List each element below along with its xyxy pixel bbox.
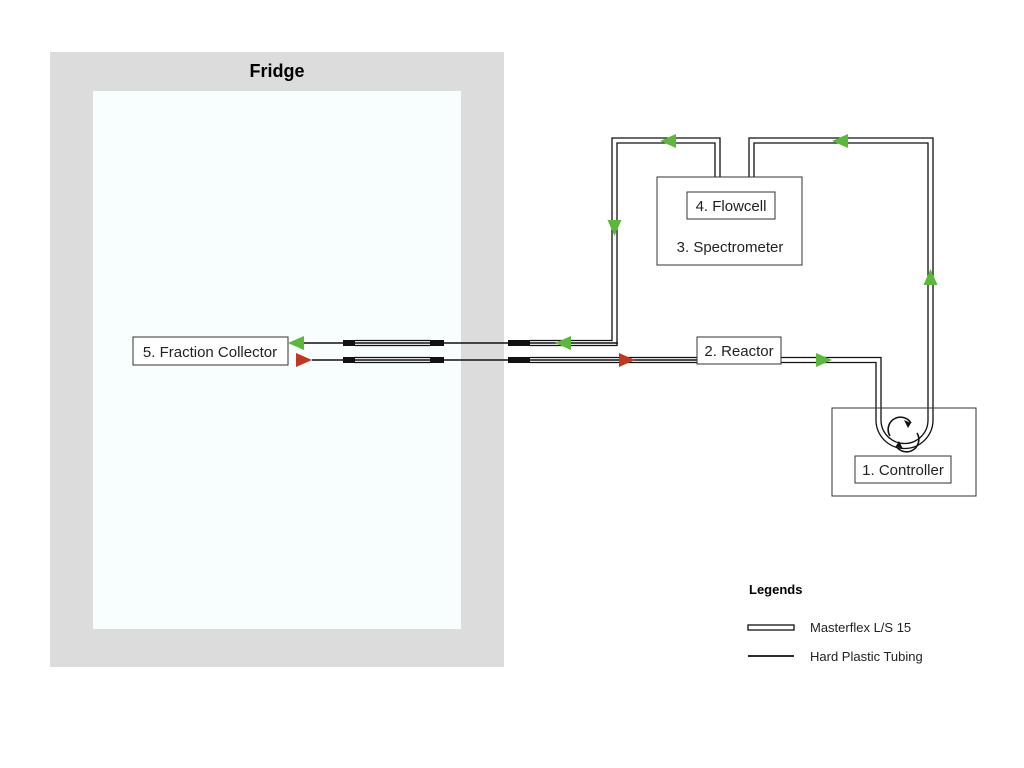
fraction-collector-box [132, 336, 289, 366]
legend-masterflex-swatch [747, 624, 795, 631]
arrow-right-icon [296, 353, 312, 367]
flowcell-box [686, 191, 776, 220]
reactor-box [696, 336, 782, 365]
legend-hard-tubing-label: Hard Plastic Tubing [810, 649, 923, 664]
arrow-left-icon [288, 336, 304, 350]
controller-label-box [854, 455, 952, 484]
fraction-collector-label: 5. Fraction Collector [143, 344, 277, 361]
arrow-right-icon [619, 353, 635, 367]
reactor-label: 2. Reactor [704, 343, 773, 360]
arrow-down-icon [607, 220, 622, 236]
spectrometer-label: 3. Spectrometer [677, 239, 784, 256]
fittings [343, 340, 530, 363]
flow-arrows [288, 134, 938, 367]
arrow-left-icon [660, 134, 676, 148]
pump-rotation-icon [887, 416, 920, 453]
arrow-left-icon [832, 134, 848, 148]
arrow-right-icon [816, 353, 832, 367]
arrow-up-icon [923, 269, 938, 285]
controller-label: 1. Controller [862, 462, 944, 479]
fridge-title: Fridge [249, 61, 304, 81]
legend-masterflex-label: Masterflex L/S 15 [810, 620, 911, 635]
legend-title: Legends [749, 582, 802, 597]
legend: Legends Masterflex L/S 15 Hard Plastic T… [747, 582, 923, 664]
controller-box [831, 407, 977, 497]
arrow-left-icon [555, 336, 571, 350]
flowcell-label: 4. Flowcell [696, 198, 767, 215]
